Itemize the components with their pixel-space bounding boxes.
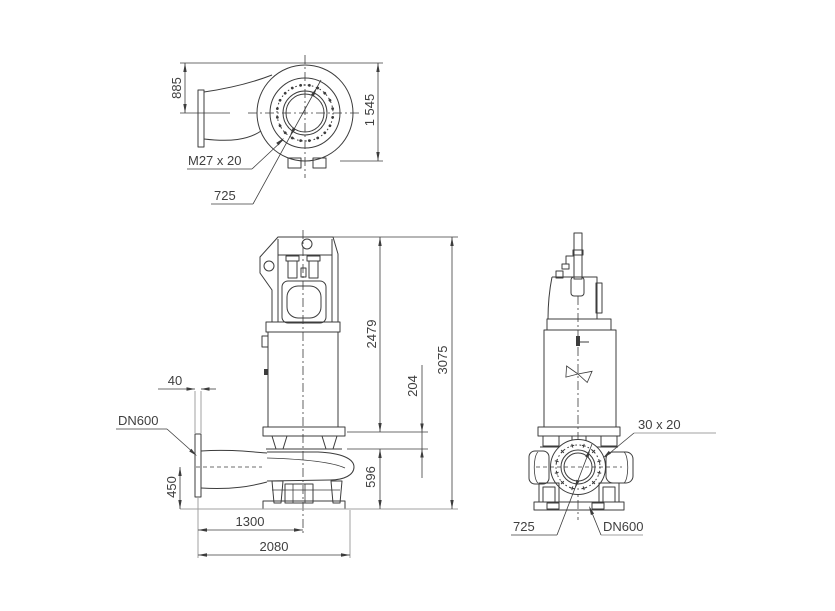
dim-1300: 1300 [198,514,303,532]
bolt-holes [275,83,335,143]
bracket-edge [555,232,585,297]
sensor-mark [576,336,580,346]
dim-1545: 1 545 [340,63,383,162]
label-thread-text: M27 x 20 [188,153,241,168]
dim-40: 40 [158,373,216,391]
inlet-flange-edge [197,89,205,148]
cable-glands [285,255,321,279]
adapter-leg-right [321,435,338,450]
suction-flange [194,433,202,498]
label-dn600-outlet-text: DN600 [603,519,643,534]
volute-casing [200,449,355,490]
dim-596: 596 [363,449,382,509]
dim-885: 885 [169,62,383,114]
casing-foot-right [312,157,327,169]
motor-dome [547,276,603,320]
label-bolt-circle-725-top: 725 [211,79,322,205]
junction-box-side [595,282,603,314]
dim-450-text: 450 [164,476,179,498]
label-holes-text: 30 x 20 [638,417,681,432]
volute-arm-right [605,451,634,484]
adapter-leg-left [271,435,288,450]
dim-2479-text: 2479 [364,320,379,349]
discharge-flange [550,439,606,495]
label-dn600-inlet: DN600 [116,413,197,456]
motor-side-lug [261,335,269,348]
front-base-plate [533,501,625,511]
volute-spiral-outline [256,64,354,162]
dim-2080-text: 2080 [260,539,289,554]
flange-outer-circle [269,77,341,149]
label-dn600-outlet: DN600 [589,506,643,536]
dim-3075: 3075 [435,237,454,509]
dim-1300-text: 1300 [236,514,265,529]
lifting-eye [301,238,313,250]
dim-2080: 2080 [198,539,350,557]
inlet-curve-top [203,74,273,93]
front-view: 30 x 20 725 DN600 [511,232,716,536]
bracket-ear-hole [263,260,275,272]
label-thread-m27: M27 x 20 [187,138,284,170]
motor-top-flange-front [546,318,612,331]
motor-bottom-flange [262,426,346,437]
dim-1545-text: 1 545 [362,94,377,127]
volute-arm-left [528,450,550,485]
dim-204-text: 204 [405,375,420,397]
bore-circle [285,93,325,133]
inlet-curve-bottom [203,130,262,141]
base-stand [262,480,346,510]
label-dn600-inlet-text: DN600 [118,413,158,428]
label-725-front-text: 725 [513,519,535,534]
dim-3075-text: 3075 [435,346,450,375]
top-cover-outer [281,280,327,324]
casing-foot-left [287,157,302,169]
dim-204: 204 [405,365,424,478]
dim-596-text: 596 [363,466,378,488]
flange-bolt-holes [554,443,602,491]
dim-40-text: 40 [168,373,182,388]
label-holes-30x20: 30 x 20 [603,417,716,458]
label-725-top-text: 725 [214,188,236,203]
raised-face-circle [282,90,328,136]
front-base-stand [533,482,625,511]
center-of-gravity-icon [565,365,593,384]
dim-450: 450 [164,467,182,509]
bolt-circle-dotted [276,84,334,142]
dim-2479: 2479 [364,237,382,432]
motor-side-mark [264,369,268,375]
top-cover-inner [286,285,322,319]
dim-885-text: 885 [169,77,184,99]
label-bolt-circle-725-front: 725 [511,443,593,536]
side-view: 2479 204 596 3075 450 [116,230,458,558]
motor-bottom-flange-front [537,426,621,437]
top-view: 885 1 545 M27 x 20 725 [169,55,383,205]
